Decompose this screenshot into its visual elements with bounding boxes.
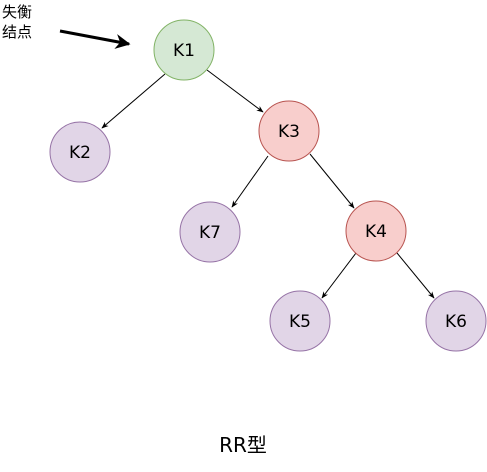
node-k6-circle xyxy=(425,290,487,352)
node-k7-circle xyxy=(179,201,241,263)
edge-k3-k4 xyxy=(309,153,355,209)
node-k5: K5 xyxy=(269,290,331,352)
node-k4-label: K4 xyxy=(365,222,387,242)
annotation-arrow xyxy=(59,29,131,49)
node-k2-circle xyxy=(49,121,111,183)
edge-k1-k2 xyxy=(101,73,166,129)
node-k6-label: K6 xyxy=(445,312,467,332)
node-k5-label: K5 xyxy=(289,312,311,332)
node-k3: K3 xyxy=(258,100,320,162)
node-k7-label: K7 xyxy=(199,223,221,243)
node-k4-circle xyxy=(345,200,407,262)
annotation-line-2: 结点 xyxy=(2,23,32,41)
edge-k4-k6 xyxy=(396,252,435,299)
edges xyxy=(101,69,435,299)
node-k5-circle xyxy=(269,290,331,352)
node-k6: K6 xyxy=(425,290,487,352)
node-k1-label: K1 xyxy=(173,41,195,61)
node-k1-circle xyxy=(153,19,215,81)
node-k3-circle xyxy=(258,100,320,162)
node-k3-label: K3 xyxy=(278,122,300,142)
annotation-line-1: 失衡 xyxy=(2,3,32,21)
diagram-caption: RR型 xyxy=(219,433,267,457)
node-k2-label: K2 xyxy=(69,143,91,163)
node-k1: K1 xyxy=(153,19,215,81)
edge-k3-k7 xyxy=(231,155,269,208)
edge-k4-k5 xyxy=(321,252,357,299)
node-k7: K7 xyxy=(179,201,241,263)
edge-k1-k3 xyxy=(206,69,264,113)
node-k4: K4 xyxy=(345,200,407,262)
node-k2: K2 xyxy=(49,121,111,183)
